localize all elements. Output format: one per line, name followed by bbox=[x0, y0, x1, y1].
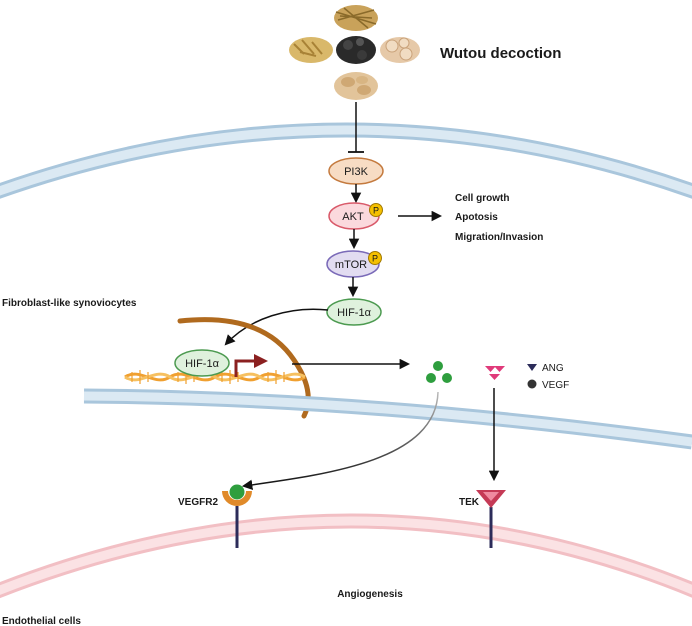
tek-label: TEK bbox=[459, 497, 480, 508]
hif-cytoplasm-node: HIF-1α bbox=[326, 298, 382, 326]
ang-bound-ligand bbox=[483, 492, 499, 501]
herb-dried-roots bbox=[334, 5, 378, 31]
herb-root-slices bbox=[289, 37, 333, 63]
mtor-label: mTOR bbox=[335, 259, 367, 271]
akt-label: AKT bbox=[342, 211, 364, 223]
akt-phospho-badge bbox=[369, 203, 383, 217]
herb-tan-flakes bbox=[334, 72, 378, 100]
vegf-bound-ligand bbox=[229, 484, 245, 500]
arrow-vegf-vegfr2 bbox=[241, 391, 439, 491]
outcome-migration-invasion: Migration/Invasion bbox=[455, 232, 543, 243]
dna-helix bbox=[124, 370, 306, 384]
transcription-arrowhead bbox=[254, 354, 268, 368]
hif-cytoplasm-label: HIF-1α bbox=[337, 307, 372, 319]
legend-ang-label: ANG bbox=[542, 363, 564, 374]
akt-phospho-label: P bbox=[373, 206, 379, 216]
herb-round-slices bbox=[380, 37, 420, 63]
arrow-hif-nuclear-entry bbox=[224, 308, 329, 346]
tek-receptor bbox=[476, 490, 506, 548]
cell-membrane-middle bbox=[83, 388, 692, 450]
legend-ang-symbol bbox=[527, 364, 537, 371]
vegfr2-label: VEGFR2 bbox=[178, 497, 218, 508]
vegfr2-receptor bbox=[222, 484, 252, 548]
legend-vegf-symbol bbox=[527, 379, 537, 389]
legend-vegf-label: VEGF bbox=[542, 380, 569, 391]
hif-nuclear-label: HIF-1α bbox=[185, 358, 220, 370]
decoction-title: Wutou decoction bbox=[440, 45, 561, 62]
pi3k-node: PI3K bbox=[328, 157, 384, 185]
vegf-cluster bbox=[426, 361, 452, 383]
mtor-phospho-badge bbox=[368, 251, 382, 265]
angiogenesis-label: Angiogenesis bbox=[337, 589, 403, 600]
cell-membrane-top bbox=[0, 122, 692, 199]
cell-membrane-endothelial bbox=[0, 513, 692, 599]
herb-black-pieces bbox=[336, 36, 376, 64]
endothelial-label: Endothelial cells bbox=[2, 616, 81, 626]
fibroblast-label: Fibroblast-like synoviocytes bbox=[2, 298, 137, 309]
pi3k-label: PI3K bbox=[344, 166, 369, 178]
akt-node: AKT P bbox=[328, 202, 383, 230]
outcome-apotosis: Apotosis bbox=[455, 212, 498, 223]
transcription-start-arrow bbox=[234, 359, 256, 377]
ang-cluster bbox=[485, 366, 505, 380]
mtor-node: mTOR P bbox=[326, 250, 382, 278]
hif-nuclear-node: HIF-1α bbox=[174, 349, 230, 377]
mtor-phospho-label: P bbox=[372, 254, 378, 264]
outcome-cell-growth: Cell growth bbox=[455, 193, 509, 204]
herb-cluster bbox=[289, 5, 420, 100]
